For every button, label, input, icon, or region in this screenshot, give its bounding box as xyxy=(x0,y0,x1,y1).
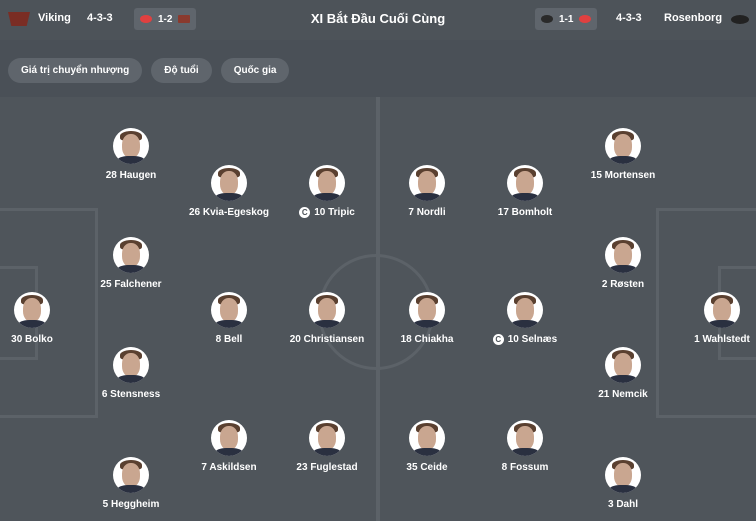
player-avatar xyxy=(704,292,740,328)
player-avatar xyxy=(507,165,543,201)
home-last-result[interactable]: 1-2 xyxy=(134,8,197,30)
player-avatar xyxy=(211,420,247,456)
away-last-result[interactable]: 1-1 xyxy=(535,8,598,30)
player-name: 6 Stensness xyxy=(101,389,161,400)
lineup-header: Viking 4-3-3 1-2 XI Bắt Đầu Cuối Cùng 1-… xyxy=(0,0,756,40)
player-name: 5 Heggheim xyxy=(102,499,160,510)
player-name: 35 Ceide xyxy=(406,462,448,473)
player-avatar xyxy=(113,237,149,273)
player-name: 20 Christiansen xyxy=(289,334,365,345)
player-card[interactable]: 20 Christiansen xyxy=(267,292,387,345)
player-avatar xyxy=(211,165,247,201)
away-team-name[interactable]: Rosenborg xyxy=(664,12,723,24)
filter-market-value[interactable]: Giá trị chuyển nhượng xyxy=(8,58,143,83)
player-card[interactable]: 28 Haugen xyxy=(71,128,191,181)
filter-nationality[interactable]: Quốc gia xyxy=(220,58,290,83)
player-avatar xyxy=(14,292,50,328)
player-avatar xyxy=(507,292,543,328)
rosenborg-mini-crest-icon xyxy=(579,15,592,23)
away-last-result-score: 1-1 xyxy=(559,13,574,25)
player-name: 2 Røsten xyxy=(601,279,645,290)
home-formation: 4-3-3 xyxy=(87,12,113,24)
captain-icon: C xyxy=(299,207,311,218)
player-avatar xyxy=(605,457,641,493)
player-avatar xyxy=(409,165,445,201)
player-name: 10 Selnæs xyxy=(507,334,558,345)
player-card[interactable]: 30 Bolko xyxy=(0,292,92,345)
player-avatar xyxy=(409,420,445,456)
player-avatar xyxy=(507,420,543,456)
player-name: 23 Fuglestad xyxy=(296,462,358,473)
home-team-name[interactable]: Viking xyxy=(38,12,71,24)
captain-icon: C xyxy=(492,334,504,345)
page-title: XI Bắt Đầu Cuối Cùng xyxy=(310,11,446,26)
player-card[interactable]: 8 Bell xyxy=(169,292,289,345)
player-name: 28 Haugen xyxy=(105,170,157,181)
player-name: 30 Bolko xyxy=(11,334,53,345)
player-avatar xyxy=(309,420,345,456)
player-card[interactable]: 35 Ceide xyxy=(367,420,487,473)
player-name: 8 Fossum xyxy=(501,462,549,473)
player-card[interactable]: 8 Fossum xyxy=(465,420,585,473)
player-card[interactable]: 5 Heggheim xyxy=(71,457,191,510)
player-card[interactable]: 17 Bomholt xyxy=(465,165,585,218)
player-avatar xyxy=(113,347,149,383)
player-avatar xyxy=(113,128,149,164)
player-avatar xyxy=(309,292,345,328)
rosenborg-crest-icon xyxy=(731,15,749,24)
away-formation: 4-3-3 xyxy=(616,12,642,24)
player-name: 17 Bomholt xyxy=(497,207,553,218)
player-avatar xyxy=(211,292,247,328)
player-card[interactable]: 18 Chiakha xyxy=(367,292,487,345)
player-avatar xyxy=(113,457,149,493)
player-name: 1 Wahlstedt xyxy=(694,334,750,345)
player-name: 15 Mortensen xyxy=(590,170,656,181)
player-avatar xyxy=(409,292,445,328)
home-penalty-box xyxy=(0,208,98,418)
opponent-crest-icon xyxy=(541,15,553,23)
player-name: 8 Bell xyxy=(215,334,243,345)
player-avatar xyxy=(605,128,641,164)
player-name: 10 Tripic xyxy=(314,207,355,218)
away-penalty-box xyxy=(656,208,756,418)
player-card[interactable]: 26 Kvia-Egeskog xyxy=(169,165,289,218)
viking-mini-crest-icon xyxy=(178,15,191,23)
home-last-result-score: 1-2 xyxy=(158,13,173,25)
filter-age[interactable]: Độ tuổi xyxy=(151,58,212,83)
player-avatar xyxy=(605,237,641,273)
player-name: 21 Nemcik xyxy=(598,389,648,400)
player-card[interactable]: 7 Askildsen xyxy=(169,420,289,473)
player-name: 25 Falchener xyxy=(100,279,162,290)
player-name: 7 Askildsen xyxy=(201,462,257,473)
player-card[interactable]: 2 Røsten xyxy=(563,237,683,290)
player-card[interactable]: 23 Fuglestad xyxy=(267,420,387,473)
player-name: 3 Dahl xyxy=(607,499,638,510)
viking-crest-icon xyxy=(8,12,30,26)
player-avatar xyxy=(309,165,345,201)
opponent-crest-icon xyxy=(140,15,152,23)
player-card[interactable]: 6 Stensness xyxy=(71,347,191,400)
player-avatar xyxy=(605,347,641,383)
player-name: 26 Kvia-Egeskog xyxy=(188,207,270,218)
player-name: 18 Chiakha xyxy=(400,334,454,345)
player-card[interactable]: 7 Nordli xyxy=(367,165,487,218)
player-card[interactable]: 3 Dahl xyxy=(563,457,683,510)
player-card[interactable]: 15 Mortensen xyxy=(563,128,683,181)
player-card[interactable]: 25 Falchener xyxy=(71,237,191,290)
player-card[interactable]: 1 Wahlstedt xyxy=(662,292,756,345)
filter-chips: Giá trị chuyển nhượng Độ tuổi Quốc gia xyxy=(8,58,290,83)
player-card[interactable]: 21 Nemcik xyxy=(563,347,683,400)
player-name: 7 Nordli xyxy=(408,207,446,218)
